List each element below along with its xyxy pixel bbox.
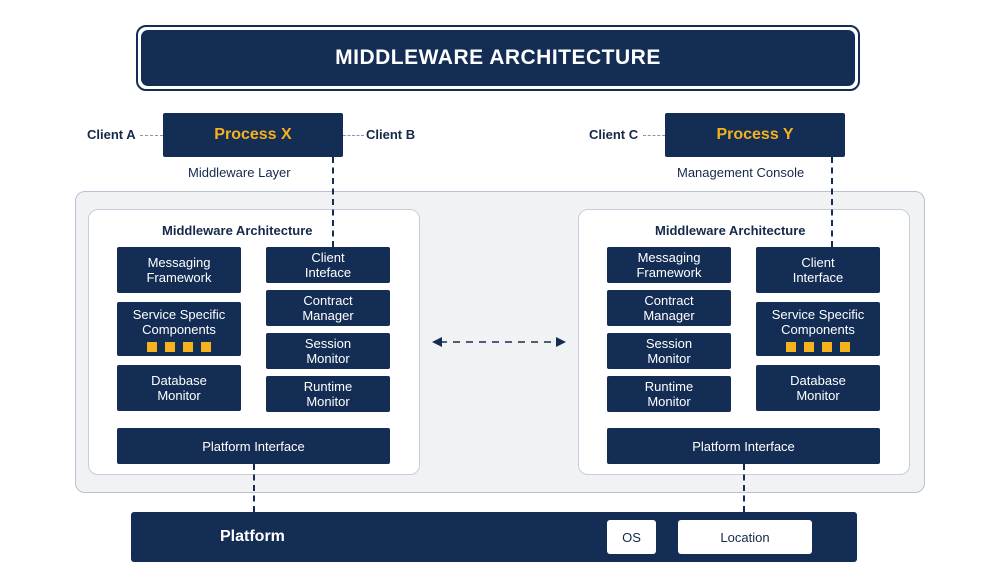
box-line: Client [311, 250, 345, 265]
platform-label: Platform [220, 528, 285, 545]
box-line: Framework [636, 265, 702, 280]
right-runtime-monitor-box: Runtime Monitor [607, 376, 731, 412]
box-line: Interface [792, 270, 844, 285]
right-platform-interface-box: Platform Interface [607, 428, 880, 464]
process-y-connector [831, 157, 833, 247]
box-line: Messaging [637, 250, 701, 265]
component-square-icon [840, 341, 850, 352]
right-contract-manager-box: Contract Manager [607, 290, 731, 326]
right-messaging-framework-box: Messaging Framework [607, 247, 731, 283]
box-line: Service Specific [771, 306, 865, 322]
box-line: Client [801, 255, 835, 270]
box-line: Framework [146, 270, 212, 285]
left-platform-connector [253, 464, 255, 512]
box-line: Runtime [644, 379, 694, 394]
management-console-caption: Management Console [677, 165, 805, 180]
component-square-icon [165, 341, 175, 352]
left-service-specific-box: Service Specific Components [117, 302, 241, 356]
left-messaging-framework-box: Messaging Framework [117, 247, 241, 293]
client-b-connector [343, 135, 364, 136]
box-line: Monitor [647, 351, 691, 366]
component-square-icon [822, 341, 832, 352]
middleware-layer-caption: Middleware Layer [188, 165, 291, 180]
left-card-title: Middleware Architecture [162, 223, 313, 238]
client-a-label: Client A [87, 127, 136, 142]
box-line: Database [151, 373, 207, 388]
client-a-connector [140, 135, 163, 136]
component-square-icon [804, 341, 814, 352]
client-c-connector [643, 135, 665, 136]
box-line: Contract [644, 293, 694, 308]
left-runtime-monitor-box: Runtime Monitor [266, 376, 390, 412]
diagram-title: MIDDLEWARE ARCHITECTURE [141, 30, 855, 86]
box-line: Contract [303, 293, 353, 308]
component-square-icon [786, 341, 796, 352]
right-session-monitor-box: Session Monitor [607, 333, 731, 369]
box-line: Monitor [157, 388, 201, 403]
box-line: Inteface [304, 265, 352, 280]
component-square-icon [147, 341, 157, 352]
component-square-icon [201, 341, 211, 352]
bidirectional-arrow-icon [432, 337, 566, 347]
box-line: Session [645, 336, 693, 351]
box-line: Runtime [303, 379, 353, 394]
box-line: Messaging [147, 255, 211, 270]
right-card-title: Middleware Architecture [655, 223, 806, 238]
box-line: Monitor [306, 351, 350, 366]
left-session-monitor-box: Session Monitor [266, 333, 390, 369]
box-line: Components [142, 321, 216, 337]
client-c-label: Client C [589, 127, 639, 142]
left-client-interface-box: Client Inteface [266, 247, 390, 283]
box-line: Manager [643, 308, 695, 323]
box-line: Database [790, 373, 846, 388]
client-b-label: Client B [366, 127, 416, 142]
os-box: OS [607, 520, 656, 554]
box-line: Service Specific [132, 306, 226, 322]
process-y-box: Process Y [665, 113, 845, 157]
box-line: Session [304, 336, 352, 351]
box-line: Monitor [647, 394, 691, 409]
left-contract-manager-box: Contract Manager [266, 290, 390, 326]
left-database-monitor-box: Database Monitor [117, 365, 241, 411]
component-square-icon [183, 341, 193, 352]
right-client-interface-box: Client Interface [756, 247, 880, 293]
box-line: Monitor [796, 388, 840, 403]
box-line: Manager [302, 308, 354, 323]
box-line: Components [781, 321, 855, 337]
right-platform-connector [743, 464, 745, 512]
right-service-specific-box: Service Specific Components [756, 302, 880, 356]
location-box: Location [678, 520, 812, 554]
box-line: Monitor [306, 394, 350, 409]
right-database-monitor-box: Database Monitor [756, 365, 880, 411]
process-x-box: Process X [163, 113, 343, 157]
process-x-connector [332, 157, 334, 247]
left-platform-interface-box: Platform Interface [117, 428, 390, 464]
component-squares [147, 341, 211, 352]
component-squares [786, 341, 850, 352]
